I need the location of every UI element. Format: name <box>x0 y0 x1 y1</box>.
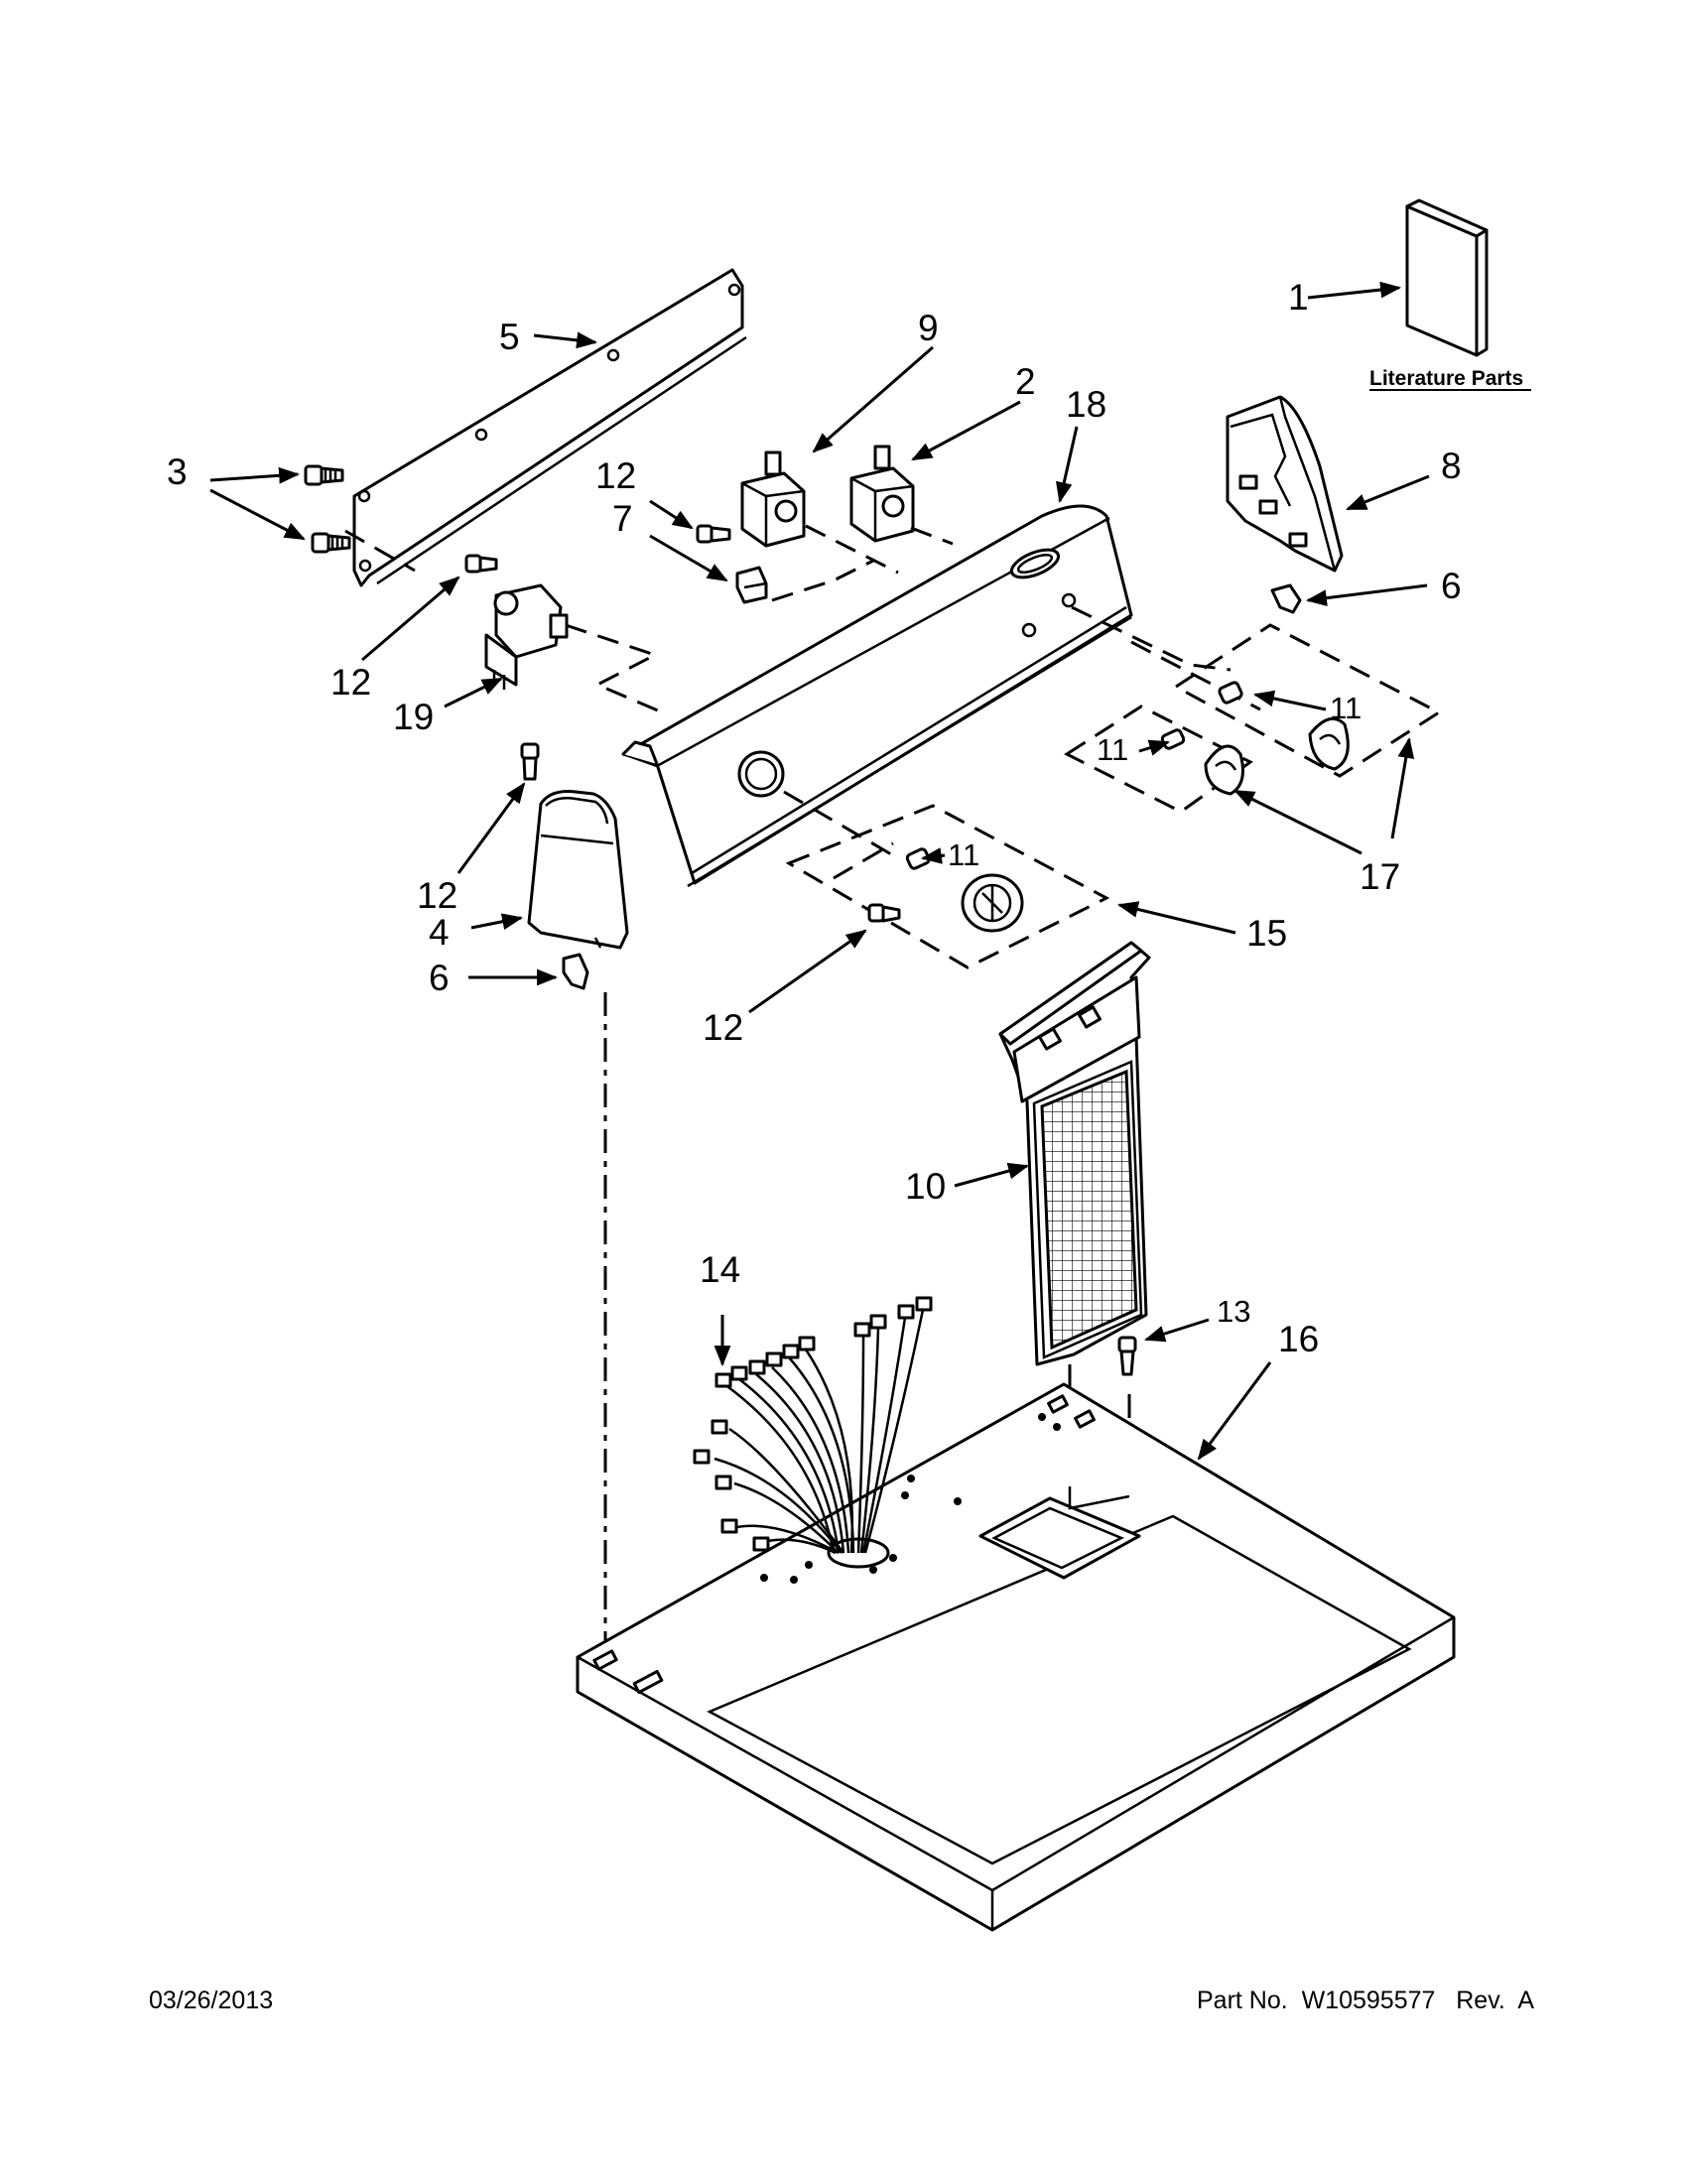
leader-1 <box>1307 281 1402 300</box>
screw-12-timer <box>464 554 498 574</box>
leader-16 <box>1197 1361 1272 1461</box>
leader-15 <box>1116 901 1236 935</box>
callout-12-timer: 12 <box>330 662 371 703</box>
leader-11-lower <box>920 847 946 864</box>
footer-date: 03/26/2013 <box>149 1987 274 2014</box>
leader-2 <box>911 400 1021 461</box>
screw-3-lower <box>311 532 351 554</box>
knob-group-15 <box>785 804 1110 969</box>
callout-15: 15 <box>1246 913 1287 954</box>
leader-17b <box>1390 736 1415 839</box>
screw-12-lower <box>867 903 901 923</box>
callout-6-right: 6 <box>1441 566 1462 606</box>
knob-group-17-upper <box>1173 623 1442 778</box>
callout-11-lower: 11 <box>948 837 979 872</box>
callout-7: 7 <box>612 498 633 539</box>
callout-3: 3 <box>167 451 188 492</box>
rear-panel-bracket <box>352 268 747 587</box>
callout-19: 19 <box>393 697 434 737</box>
leader-17a <box>1233 789 1363 855</box>
leader-19 <box>444 677 503 708</box>
leader-12-timer <box>361 576 460 662</box>
wire-harness <box>693 1296 933 1555</box>
callout-6-left: 6 <box>429 958 450 998</box>
leader-18 <box>1055 426 1079 504</box>
leader-12-upper <box>649 499 694 530</box>
callout-9: 9 <box>918 308 939 348</box>
leader-7 <box>649 534 728 582</box>
leader-9 <box>812 345 934 453</box>
callout-13: 13 <box>1217 1294 1250 1329</box>
callout-5: 5 <box>499 317 520 357</box>
callout-17: 17 <box>1360 856 1400 897</box>
switch-2 <box>849 445 915 543</box>
clip-6-left <box>562 953 589 990</box>
spring-11-upper <box>1218 681 1243 705</box>
callout-10: 10 <box>905 1166 946 1207</box>
screw-13 <box>1117 1336 1137 1376</box>
leader-10 <box>954 1162 1030 1188</box>
leader-12-left <box>456 782 526 874</box>
dash-timer-axis <box>783 790 899 860</box>
leader-12-lower <box>748 929 867 1014</box>
leader-11-mid <box>1138 739 1171 756</box>
leader-3a <box>209 466 301 484</box>
top-panel <box>576 1382 1456 1932</box>
leader-13 <box>1143 1318 1210 1343</box>
callout-18: 18 <box>1066 384 1106 425</box>
leader-11-right <box>1252 690 1327 711</box>
callout-12-upper: 12 <box>595 455 636 496</box>
timer-switch <box>484 583 569 690</box>
screw-12-upper <box>696 524 731 544</box>
leader-8 <box>1346 474 1430 511</box>
leader-3b <box>209 488 306 541</box>
callout-11-mid: 11 <box>1097 732 1128 767</box>
callout-12-left: 12 <box>417 875 457 916</box>
leader-5 <box>533 331 598 349</box>
callout-16: 16 <box>1278 1319 1319 1359</box>
callout-11-right: 11 <box>1330 691 1362 725</box>
screw-3-upper <box>304 464 344 486</box>
callout-1: 1 <box>1288 277 1309 318</box>
knob-group-17-lower <box>1063 705 1253 814</box>
leader-6-right <box>1305 583 1428 606</box>
callout-12-lower: 12 <box>703 1007 743 1048</box>
end-cap-right <box>1226 395 1344 573</box>
callout-14: 14 <box>700 1249 740 1290</box>
end-cap-left <box>527 790 629 950</box>
literature-booklet <box>1405 198 1489 357</box>
callout-4: 4 <box>429 912 450 953</box>
footer-part-number: Part No. W10595577 Rev. A <box>1197 1987 1534 2014</box>
leader-4 <box>470 913 524 930</box>
control-console <box>621 504 1133 888</box>
callout-2: 2 <box>1015 361 1036 402</box>
screw-12-left <box>520 742 540 781</box>
callout-8: 8 <box>1441 446 1462 486</box>
literature-parts-label: Literature Parts <box>1369 367 1523 390</box>
clip-7 <box>735 566 768 604</box>
switch-9 <box>740 450 806 548</box>
clip-6-right <box>1270 583 1302 614</box>
lint-screen <box>998 941 1151 1366</box>
